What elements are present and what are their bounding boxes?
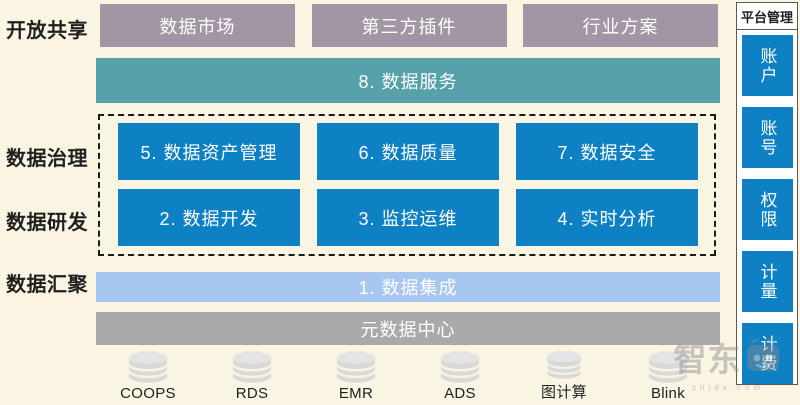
metadata-center-bar: 元数据中心 — [96, 312, 720, 345]
box-data-asset-management: 5. 数据资产管理 — [118, 123, 300, 180]
database-icon — [231, 351, 273, 383]
platform-panel-title: 平台管理 — [737, 3, 797, 30]
database-icon — [335, 351, 377, 383]
box-data-development: 2. 数据开发 — [118, 189, 300, 246]
box-account-id: 账号 — [741, 107, 793, 168]
box-data-market: 数据市场 — [100, 4, 295, 47]
box-account: 账户 — [741, 35, 793, 96]
box-data-quality: 6. 数据质量 — [317, 123, 499, 180]
box-data-security: 7. 数据安全 — [516, 123, 698, 180]
storage-label: EMR — [338, 385, 374, 402]
box-billing: 计费 — [741, 323, 793, 384]
storage-item: 图计算 — [512, 350, 616, 402]
row-label-development: 数据研发 — [6, 212, 88, 234]
database-icon — [647, 351, 689, 383]
storage-item: COOPS — [96, 350, 200, 402]
box-realtime-analysis: 4. 实时分析 — [516, 189, 698, 246]
row-label-open-sharing: 开放共享 — [6, 20, 88, 42]
open-sharing-row: 数据市场 第三方插件 行业方案 — [100, 4, 718, 47]
box-monitoring-ops: 3. 监控运维 — [317, 189, 499, 246]
platform-panel-items: 账户 账号 权限 计量 计费 — [741, 35, 793, 384]
row-label-aggregation: 数据汇聚 — [6, 274, 88, 296]
database-icon — [546, 351, 582, 379]
box-permission: 权限 — [741, 179, 793, 240]
storage-engine-row: COOPS RDS EMR ADS 图计算 Blink — [96, 350, 720, 402]
storage-label: 图计算 — [541, 384, 587, 401]
platform-management-panel: 平台管理 账户 账号 权限 计量 计费 — [736, 2, 798, 385]
storage-item: EMR — [304, 350, 408, 402]
storage-label: COOPS — [120, 385, 176, 402]
storage-item: ADS — [408, 350, 512, 402]
storage-item: RDS — [200, 350, 304, 402]
database-icon — [439, 351, 481, 383]
box-metering: 计量 — [741, 251, 793, 312]
row-label-governance: 数据治理 — [6, 148, 88, 170]
box-thirdparty-plugin: 第三方插件 — [311, 4, 507, 47]
storage-item: Blink — [616, 350, 720, 402]
storage-label: Blink — [650, 385, 685, 402]
data-integration-bar: 1. 数据集成 — [96, 272, 720, 302]
governance-development-dashed-area: 5. 数据资产管理 6. 数据质量 7. 数据安全 2. 数据开发 3. 监控运… — [98, 114, 716, 256]
storage-label: ADS — [444, 385, 476, 402]
storage-label: RDS — [235, 385, 269, 402]
box-industry-solution: 行业方案 — [523, 4, 718, 47]
data-service-bar: 8. 数据服务 — [96, 58, 720, 103]
database-icon — [127, 351, 169, 383]
